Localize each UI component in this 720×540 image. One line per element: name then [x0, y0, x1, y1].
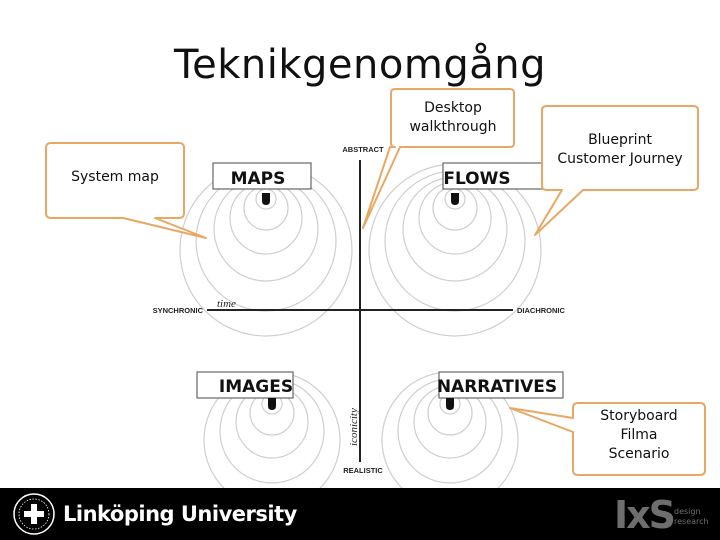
ixs-subtitle: design research [674, 507, 709, 527]
slide-title: Teknikgenomgång [174, 42, 546, 88]
bubble-storyboard [509, 402, 706, 476]
bubble-desktop-walkthrough [362, 88, 515, 229]
bubble-desktop-line2: walkthrough [409, 119, 497, 135]
bubble-storyboard-line3: Scenario [608, 446, 670, 462]
footer-bar [0, 488, 720, 540]
quadrant-label-images: IMAGES [196, 371, 294, 399]
university-name: Linköping University [63, 502, 297, 526]
axis-label-abstract: ABSTRACT [342, 145, 384, 154]
pin-flows-icon [451, 193, 459, 205]
liu-logo [13, 493, 55, 535]
bubble-storyboard-line2: Filma [620, 427, 658, 443]
quadrant-label-maps: MAPS [212, 162, 312, 190]
quadrant-label-flows: FLOWS [442, 162, 544, 190]
pin-markers [258, 193, 459, 410]
bubble-blueprint-line2: Customer Journey [557, 151, 683, 167]
bubble-blueprint-line1: Blueprint [588, 132, 652, 148]
axis-label-realistic: REALISTIC [343, 466, 383, 475]
bubble-storyboard-line1: Storyboard [600, 408, 678, 424]
bubble-text-blueprint: Blueprint Customer Journey [544, 131, 696, 169]
bubble-blueprint [534, 105, 699, 236]
bubble-text-system-map: System map [48, 168, 182, 187]
svg-text:MAPS: MAPS [231, 169, 286, 189]
quadrant-label-narratives: NARRATIVES [437, 371, 564, 399]
pin-maps-icon [258, 193, 270, 208]
svg-text:NARRATIVES: NARRATIVES [437, 377, 557, 397]
ixs-logo: IxS [614, 493, 676, 537]
svg-text:FLOWS: FLOWS [443, 169, 510, 189]
pin-narratives-icon [446, 398, 454, 410]
axis-label-synchronic: SYNCHRONIC [153, 306, 204, 315]
bubble-system-map-line: System map [71, 169, 159, 185]
bubble-desktop-line1: Desktop [424, 100, 482, 116]
ixs-sub-line2: research [674, 517, 709, 526]
axis-label-time: time [217, 298, 236, 310]
axis-label-iconicity: iconicity [348, 408, 360, 446]
axis-label-diachronic: DIACHRONIC [517, 306, 565, 315]
ixs-sub-line1: design [674, 507, 701, 516]
pin-images-icon [268, 398, 276, 410]
svg-text:IMAGES: IMAGES [219, 377, 293, 397]
bubble-system-map [45, 142, 207, 239]
bubble-text-storyboard: Storyboard Filma Scenario [575, 407, 703, 464]
bubble-text-desktop: Desktop walkthrough [393, 99, 513, 137]
